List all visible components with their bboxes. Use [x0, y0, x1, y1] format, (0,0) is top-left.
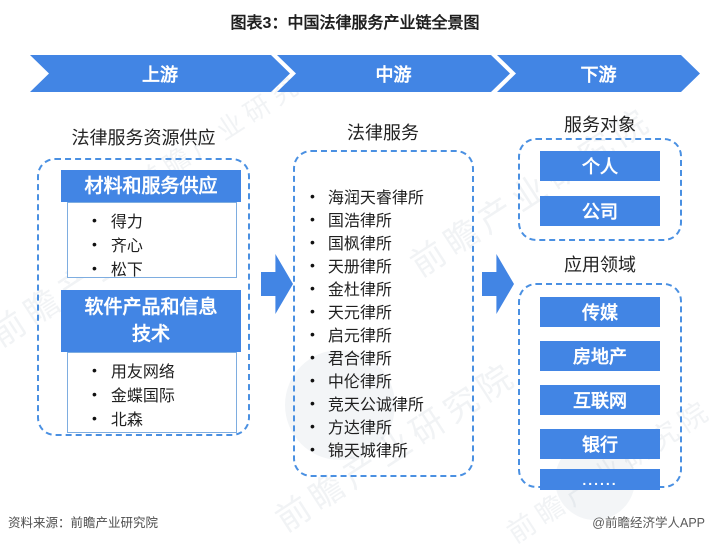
bullet-icon: •	[92, 362, 97, 378]
list-item-label: 北森	[110, 412, 143, 429]
list-item-label: 海润天睿律所	[327, 189, 424, 207]
list-item-label: 锦天城律所	[327, 442, 408, 460]
bullet-icon: •	[310, 348, 315, 365]
source-note: 资料来源：前瞻产业研究院	[8, 516, 159, 530]
list-item-label: 天册律所	[327, 258, 392, 276]
list-item-label: 得力	[110, 214, 143, 231]
midstream-column-header: 法律服务	[347, 123, 419, 143]
list-item: • 得力	[68, 208, 236, 232]
midstream-dashed-box	[293, 150, 474, 477]
list-item-label: 国枫律所	[327, 235, 392, 253]
materials-supply-group-title: 材料和服务供应	[61, 170, 241, 202]
bullet-icon: •	[310, 325, 315, 342]
list-item-label: 方达律所	[327, 419, 392, 437]
field-real-estate: 房地产	[540, 341, 660, 371]
upstream-dashed-box	[37, 158, 250, 436]
right-arrow-icon	[482, 254, 514, 314]
bullet-icon: •	[310, 233, 315, 250]
bullet-icon: •	[310, 256, 315, 273]
list-item-label: 启元律所	[327, 327, 392, 345]
list-item-label: 用友网络	[110, 364, 175, 381]
field-internet: 互联网	[540, 385, 660, 415]
service-target-company: 公司	[540, 196, 660, 226]
list-item: • 用友网络	[68, 358, 236, 382]
service-target-individual: 个人	[540, 151, 660, 181]
banner-segment-downstream: 下游	[497, 55, 700, 92]
bullet-icon: •	[310, 302, 315, 319]
bullet-icon: •	[310, 371, 315, 388]
bullet-icon: •	[310, 210, 315, 227]
list-item-label: 君合律所	[327, 350, 392, 368]
list-item-label: 国浩律所	[327, 212, 392, 230]
bullet-icon: •	[310, 394, 315, 411]
list-item-label: 金杜律所	[327, 281, 392, 299]
list-item-label: 齐心	[110, 238, 143, 255]
software-it-list: • 用友网络 • 金蝶国际 • 北森	[67, 352, 237, 433]
list-item: • 方达律所	[296, 414, 472, 437]
list-item: • 天册律所	[296, 253, 472, 276]
list-item: • 启元律所	[296, 322, 472, 345]
field-ellipsis: ......	[540, 469, 660, 490]
field-bank: 银行	[540, 429, 660, 459]
list-item: • 天元律所	[296, 299, 472, 322]
bullet-icon: •	[92, 386, 97, 402]
list-item: • 金杜律所	[296, 276, 472, 299]
list-item: • 竞天公诚律所	[296, 391, 472, 414]
list-item: • 齐心	[68, 232, 236, 256]
bullet-icon: •	[92, 212, 97, 228]
list-item: • 君合律所	[296, 345, 472, 368]
watermark-logo	[285, 350, 395, 460]
list-item-label: 中伦律所	[327, 373, 392, 391]
bullet-icon: •	[310, 417, 315, 434]
banner-segment-midstream: 中游	[277, 55, 510, 92]
list-item-label: 金蝶国际	[110, 388, 175, 405]
list-item: • 锦天城律所	[296, 437, 472, 460]
right-arrow-icon	[261, 254, 293, 314]
field-media: 传媒	[540, 297, 660, 327]
banner-segment-upstream: 上游	[30, 55, 290, 92]
list-item-label: 天元律所	[327, 304, 392, 322]
credit-note: @前瞻经济学人APP	[592, 516, 705, 530]
service-targets-dashed-box	[518, 138, 682, 241]
list-item: • 松下	[68, 256, 236, 280]
bullet-icon: •	[310, 440, 315, 457]
list-item: • 国浩律所	[296, 207, 472, 230]
upstream-column-header: 法律服务资源供应	[71, 128, 216, 148]
bullet-icon: •	[92, 260, 97, 276]
bullet-icon: •	[310, 279, 315, 296]
bullet-icon: •	[92, 236, 97, 252]
list-item: • 中伦律所	[296, 368, 472, 391]
page-title: 图表3：中国法律服务产业链全景图	[230, 15, 480, 32]
application-fields-header: 应用领域	[564, 255, 636, 275]
list-item-label: 竞天公诚律所	[327, 396, 424, 414]
law-firm-list: • 海润天睿律所 • 国浩律所 • 国枫律所 • 天册律所 • 金杜律所 • 天元律所 • 启…	[296, 184, 472, 460]
list-item: • 北森	[68, 406, 236, 430]
list-item-label: 松下	[110, 262, 143, 279]
service-targets-header: 服务对象	[564, 115, 636, 135]
list-item: • 金蝶国际	[68, 382, 236, 406]
list-item: • 国枫律所	[296, 230, 472, 253]
list-item: • 海润天睿律所	[296, 184, 472, 207]
software-it-group-title: 软件产品和信息技术	[61, 290, 241, 352]
bullet-icon: •	[92, 410, 97, 426]
materials-supply-list: • 得力 • 齐心 • 松下	[67, 202, 237, 280]
bullet-icon: •	[310, 187, 315, 204]
